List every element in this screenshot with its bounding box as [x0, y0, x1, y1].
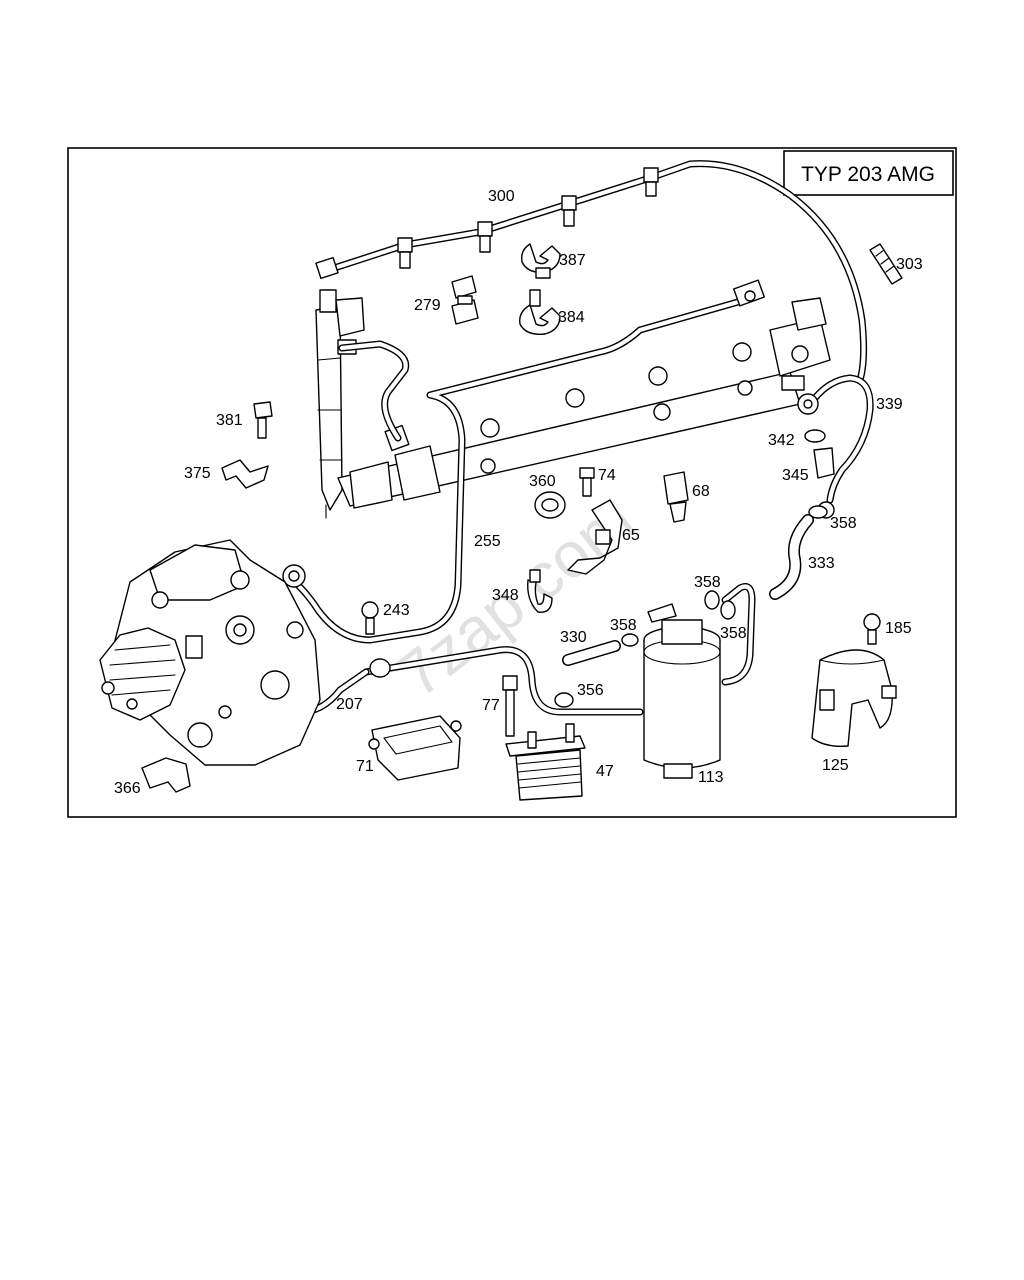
- part-185-bolt: [863, 613, 881, 645]
- callout-125: 125: [822, 757, 849, 774]
- part-47-cooler: [505, 723, 586, 801]
- part-71-cover: [368, 715, 462, 781]
- hose-333: [769, 514, 814, 600]
- part-243-bolt: [361, 601, 379, 635]
- part-358-clamp-c: [621, 633, 639, 647]
- callout-342: 342: [768, 432, 795, 449]
- part-303: [869, 243, 903, 285]
- callout-330: 330: [560, 629, 587, 646]
- return-pipe-339: [797, 374, 874, 519]
- part-348: [527, 569, 553, 613]
- part-375: [221, 459, 269, 489]
- part-358-clamp-b: [704, 590, 720, 610]
- callout-303: 303: [896, 256, 923, 273]
- hose-330: [562, 640, 621, 666]
- diagram-frame: [67, 147, 957, 818]
- callout-47: 47: [596, 763, 614, 780]
- callout-113: 113: [698, 769, 724, 786]
- callout-207: 207: [336, 696, 363, 713]
- callout-387: 387: [559, 252, 586, 269]
- callout-381: 381: [216, 412, 243, 429]
- callout-77: 77: [482, 697, 500, 714]
- part-77-bolt: [502, 675, 518, 737]
- part-384: [519, 289, 561, 335]
- leak-off-line-300: [315, 160, 868, 384]
- callout-labels: 300 303 387 384 279 339 342 345 358 333 …: [114, 188, 923, 797]
- part-65-bracket: [567, 499, 623, 575]
- part-381-bolt: [253, 401, 273, 439]
- callout-300: 300: [488, 188, 515, 205]
- part-358-clamp-a: [808, 505, 828, 519]
- callout-74: 74: [598, 467, 616, 484]
- callout-358-a: 358: [830, 515, 857, 532]
- callout-366: 366: [114, 780, 141, 797]
- part-74-bolt: [579, 467, 595, 497]
- part-366: [141, 757, 191, 793]
- common-rail: [337, 297, 831, 509]
- callout-358-d: 358: [720, 625, 747, 642]
- part-113-fuel-filter: [643, 603, 721, 779]
- callout-345: 345: [782, 467, 809, 484]
- part-356: [554, 692, 574, 708]
- callout-333: 333: [808, 555, 835, 572]
- model-box: TYP 203 AMG: [783, 150, 954, 196]
- callout-348: 348: [492, 587, 519, 604]
- callout-71: 71: [356, 758, 374, 775]
- high-pressure-pump: [99, 539, 321, 766]
- callout-375: 375: [184, 465, 211, 482]
- fuel-line-to-filter: [362, 583, 756, 716]
- part-360: [534, 491, 566, 519]
- part-68: [663, 471, 689, 523]
- injector-line: [338, 340, 410, 442]
- callout-358-b: 358: [694, 574, 721, 591]
- part-358-clamp-d: [720, 600, 736, 620]
- callout-339: 339: [876, 396, 903, 413]
- callout-358-c: 358: [610, 617, 637, 634]
- part-387: [520, 243, 561, 279]
- callout-356: 356: [577, 682, 604, 699]
- callout-360: 360: [529, 473, 556, 490]
- part-279: [451, 275, 479, 325]
- callout-384: 384: [558, 309, 585, 326]
- callout-279: 279: [414, 297, 441, 314]
- callout-185: 185: [885, 620, 912, 637]
- callout-68: 68: [692, 483, 710, 500]
- high-pressure-line-255: [282, 279, 765, 644]
- callout-255: 255: [474, 533, 501, 550]
- model-box-label: TYP 203 AMG: [801, 163, 935, 186]
- callout-243: 243: [383, 602, 410, 619]
- callout-65: 65: [622, 527, 640, 544]
- part-125-shield: [811, 649, 897, 748]
